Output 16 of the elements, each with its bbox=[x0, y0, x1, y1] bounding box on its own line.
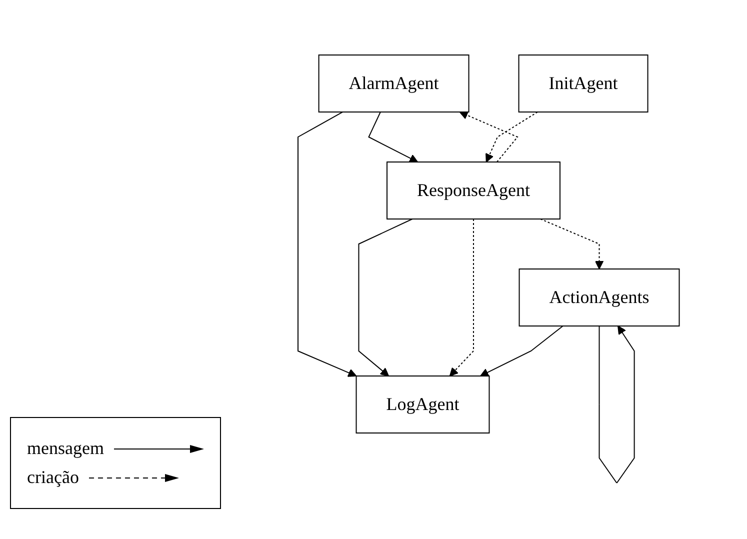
arrow bbox=[368, 112, 418, 163]
arrow bbox=[460, 112, 519, 163]
arrow bbox=[486, 112, 538, 163]
arrow bbox=[358, 218, 414, 377]
node-box: InitAgent bbox=[518, 54, 649, 113]
arrow bbox=[450, 218, 474, 377]
arrow bbox=[298, 112, 358, 378]
node-box: LogAgent bbox=[356, 376, 490, 434]
legend-label: criação bbox=[27, 467, 79, 488]
node-box: ActionAgents bbox=[519, 268, 680, 327]
arrow bbox=[540, 218, 604, 270]
node-box: AlarmAgent bbox=[318, 54, 470, 113]
node-box: ResponseAgent bbox=[386, 162, 561, 220]
arrow bbox=[480, 326, 564, 377]
arrow bbox=[599, 326, 636, 484]
legend-label: mensagem bbox=[27, 438, 104, 459]
